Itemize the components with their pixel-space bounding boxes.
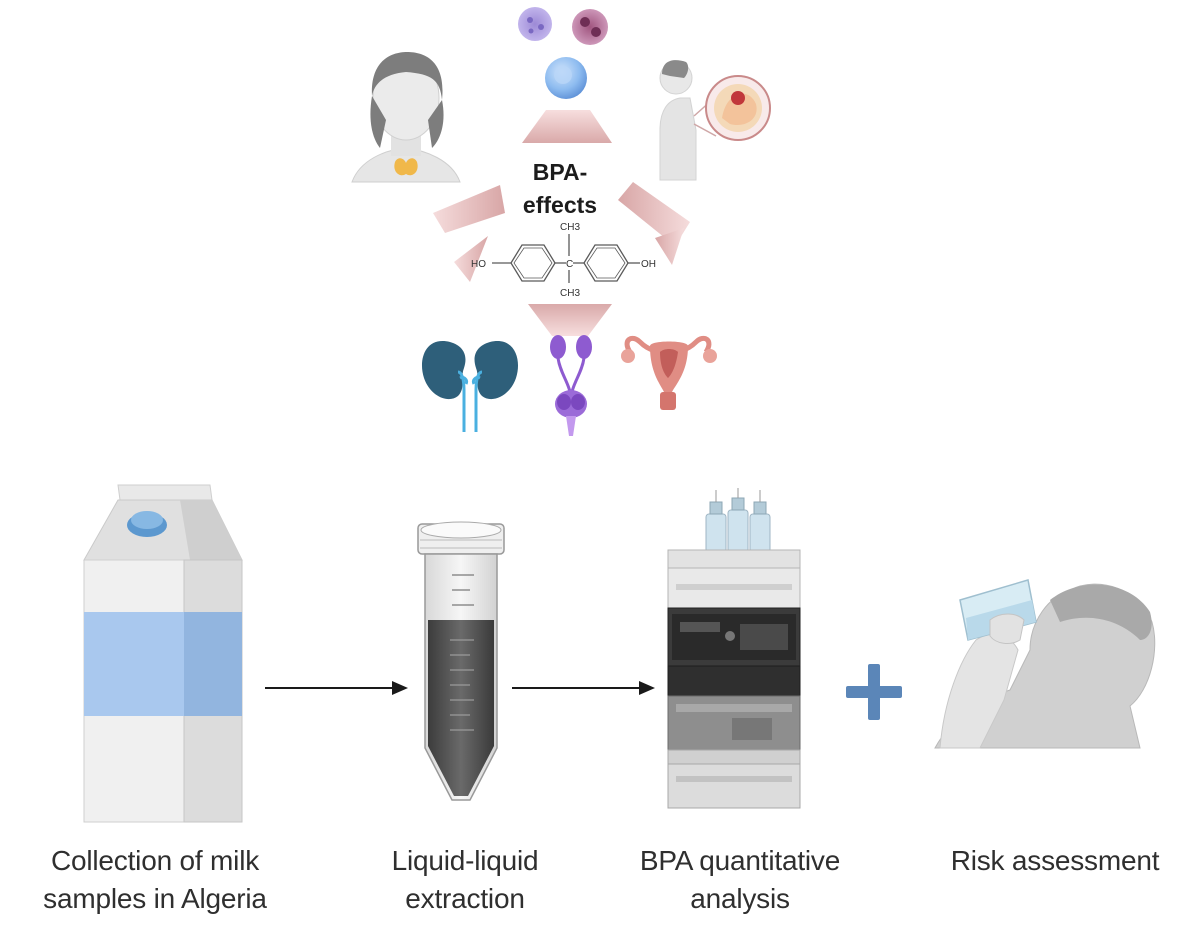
effect-wedge-upper-right: [618, 182, 690, 246]
molecule-c-label: C: [566, 259, 573, 270]
arrow-2: [512, 681, 655, 695]
uterus-icon: [621, 335, 717, 410]
molecule-ch3-top-label: CH3: [560, 222, 580, 233]
step-label-line: extraction: [405, 883, 525, 914]
molecule-ho-label: HO: [471, 259, 486, 270]
milk-carton-icon: [83, 484, 243, 823]
step-label-collection: Collection of milk samples in Algeria: [20, 842, 290, 918]
milk-carton-band: [84, 612, 184, 716]
step-label-line: Collection of milk: [50, 845, 260, 876]
thyroid-person-icon: [351, 52, 461, 183]
kidneys-icon: [421, 341, 519, 432]
effect-wedge-bottom: [528, 304, 612, 336]
step-label-analysis: BPA quantitative analysis: [620, 842, 860, 918]
breast-cancer-person-icon: [659, 60, 771, 181]
step-label-line: Liquid-liquid: [391, 845, 539, 876]
centrifuge-tube-icon: [417, 521, 505, 801]
bpa-effects-hub: [433, 110, 690, 336]
solvent-bottles: [705, 488, 771, 553]
hplc-instrument-icon: [667, 488, 801, 809]
plus-icon: [846, 664, 902, 720]
molecule-oh-label: OH: [641, 259, 656, 270]
bpa-effects-title: BPA- effects: [490, 156, 630, 222]
bpa-effects-title-line2: effects: [522, 192, 598, 218]
effect-wedge-top: [522, 110, 612, 143]
step-label-line: analysis: [690, 883, 790, 914]
effect-wedge-upper-left: [433, 185, 505, 233]
person-drinking-icon: [934, 579, 1156, 749]
step-label-risk: Risk assessment: [930, 842, 1180, 880]
bpa-effects-title-line1: BPA-: [532, 159, 588, 185]
effect-wedge-lower-left: [454, 236, 488, 282]
prostate-icon: [550, 335, 592, 436]
arrow-1: [265, 681, 408, 695]
bpa-molecule-icon: [492, 234, 640, 283]
step-label-line: samples in Algeria: [43, 883, 267, 914]
step-label-line: BPA quantitative: [639, 845, 841, 876]
step-label-extraction: Liquid-liquid extraction: [355, 842, 575, 918]
molecule-ch3-bottom-label: CH3: [560, 288, 580, 299]
effect-wedge-lower-right: [655, 228, 684, 265]
step-label-line: Risk assessment: [950, 845, 1160, 876]
immune-cells-icon: [518, 7, 608, 99]
